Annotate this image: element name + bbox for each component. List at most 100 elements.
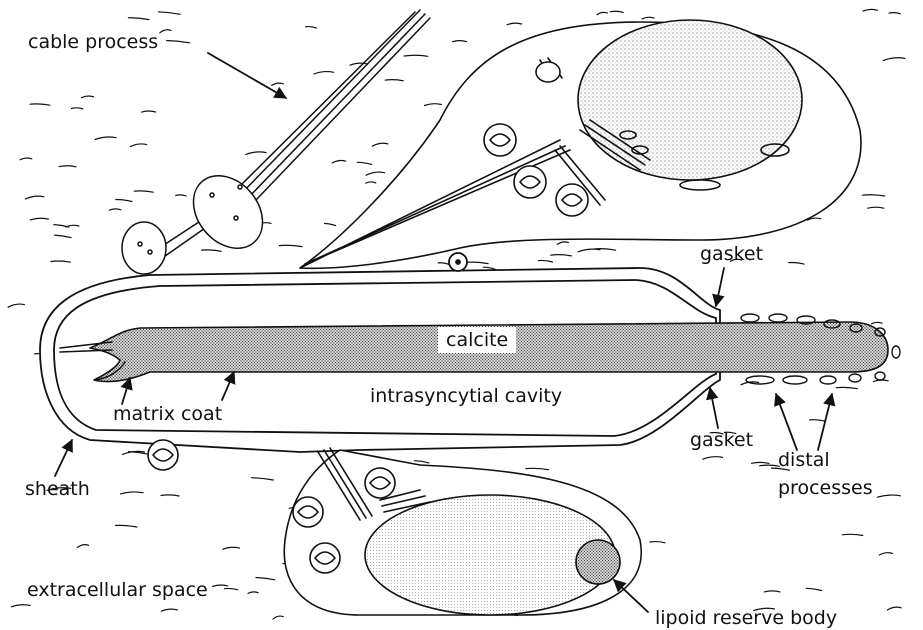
texture-dash <box>332 160 345 162</box>
texture-dash <box>578 249 600 252</box>
texture-dash <box>306 27 317 28</box>
texture-dash <box>213 585 228 586</box>
texture-dash <box>879 553 892 555</box>
texture-dash <box>273 616 283 619</box>
texture-dash <box>121 492 144 494</box>
label-gasket-top: gasket <box>700 243 763 265</box>
arrow-gasket-top <box>716 268 724 306</box>
texture-dash <box>350 63 367 65</box>
texture-dash <box>30 104 50 105</box>
texture-dash <box>453 41 467 42</box>
texture-dash <box>8 304 24 307</box>
texture-dash <box>248 592 258 594</box>
texture-dash <box>789 263 804 265</box>
texture-dash <box>116 200 132 202</box>
texture-dash <box>425 104 442 106</box>
texture-dash <box>806 588 821 590</box>
texture-dash <box>551 255 572 256</box>
texture-dash <box>176 195 186 196</box>
texture-dash <box>404 55 428 56</box>
arrow-distal-2 <box>818 394 832 450</box>
texture-dash <box>357 162 371 164</box>
texture-dash <box>51 261 71 262</box>
texture-dash <box>54 225 69 227</box>
texture-dash <box>202 250 222 251</box>
texture-dash <box>703 457 723 459</box>
texture-dash <box>160 30 171 33</box>
texture-dash <box>414 461 429 463</box>
texture-dash <box>314 72 334 74</box>
texture-dash <box>385 80 403 81</box>
arrow-lipoid-reserve <box>614 580 648 612</box>
texture-dash <box>842 534 863 535</box>
texture-dash <box>810 420 825 421</box>
texture-dash <box>467 262 488 263</box>
texture-dash <box>130 144 146 147</box>
texture-dash <box>95 137 116 139</box>
texture-dash <box>59 166 76 167</box>
texture-dash <box>868 207 884 208</box>
arrow-gasket-bottom <box>710 388 718 428</box>
texture-dash <box>223 547 240 549</box>
texture-dash <box>526 468 549 469</box>
texture-dash <box>507 23 521 25</box>
texture-dash <box>128 18 149 20</box>
texture-dash <box>863 9 877 11</box>
arrow-sheath <box>55 440 72 476</box>
texture-dash <box>883 58 905 61</box>
label-gasket-bottom: gasket <box>690 429 753 451</box>
texture-dash <box>77 545 88 548</box>
label-distal-line1: distal <box>778 449 830 471</box>
texture-dash <box>82 96 94 98</box>
texture-dash <box>256 578 275 580</box>
texture-dash <box>161 609 177 611</box>
texture-dash <box>11 605 30 607</box>
texture-dash <box>134 191 153 192</box>
texture-dash <box>20 158 32 160</box>
texture-dash <box>30 218 48 220</box>
texture-dash <box>887 607 901 610</box>
texture-dash <box>539 260 553 262</box>
texture-dash <box>610 11 623 12</box>
texture-dash <box>158 12 180 15</box>
label-intrasyncytial-cavity: intrasyncytial cavity <box>370 385 562 407</box>
label-lipoid-reserve-body: lipoid reserve body <box>655 607 837 629</box>
texture-dash <box>366 182 376 183</box>
texture-dash <box>142 111 156 112</box>
texture-dash <box>279 245 302 246</box>
texture-dash <box>116 525 137 527</box>
texture-dash <box>272 83 284 85</box>
label-extracellular-space: extracellular space <box>27 579 208 601</box>
arrow-cable-process <box>208 53 286 98</box>
texture-dash <box>752 462 769 463</box>
label-distal-line2: processes <box>778 477 873 499</box>
texture-dash <box>366 172 384 175</box>
texture-dash <box>55 235 72 238</box>
texture-dash <box>889 13 900 14</box>
texture-dash <box>25 196 44 199</box>
texture-dash <box>642 17 654 19</box>
texture-dash <box>862 195 884 196</box>
texture-dash <box>764 591 780 592</box>
texture-dash <box>224 588 237 589</box>
texture-dash <box>251 478 273 480</box>
arrow-distal-1 <box>776 394 797 450</box>
texture-dash <box>836 387 857 388</box>
texture-dash <box>72 108 83 109</box>
label-cable-process: cable process <box>28 31 158 53</box>
lower-cell-body <box>148 440 641 615</box>
texture-dash <box>325 224 336 226</box>
texture-dash <box>872 322 883 323</box>
label-matrix-coat: matrix coat <box>113 403 222 425</box>
label-calcite: calcite <box>446 329 508 351</box>
texture-dash <box>246 152 266 154</box>
texture-dash <box>557 242 568 244</box>
texture-dash <box>877 495 900 497</box>
texture-dash <box>438 263 448 264</box>
texture-dash <box>109 209 120 210</box>
texture-dash <box>372 143 388 146</box>
label-sheath: sheath <box>25 478 90 500</box>
texture-dash <box>161 495 179 496</box>
